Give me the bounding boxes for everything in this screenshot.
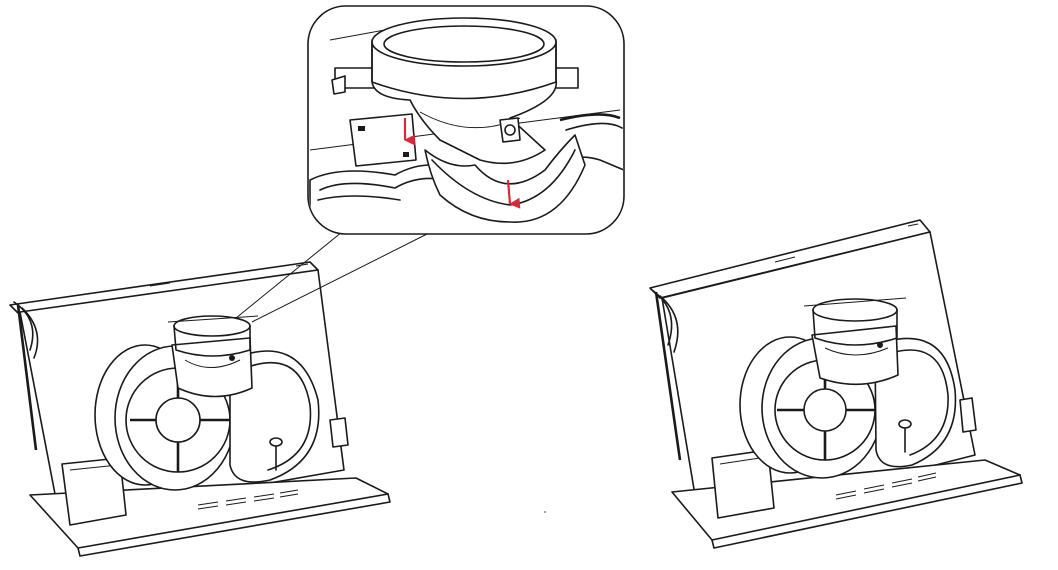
hood-left-before — [9, 261, 391, 557]
hood-right-after — [649, 219, 1023, 549]
insert-arrows — [403, 118, 521, 209]
tray-slots-right — [835, 472, 937, 500]
callout-leader-lines — [235, 229, 436, 323]
tray-slots-left — [197, 489, 299, 510]
arrow-down-2 — [506, 179, 521, 209]
detail-callout — [307, 5, 625, 235]
blower-left-after — [739, 336, 883, 479]
outlet-collar-left — [167, 315, 259, 398]
outlet-collar-installed — [803, 297, 907, 386]
stray-dot — [544, 511, 546, 513]
